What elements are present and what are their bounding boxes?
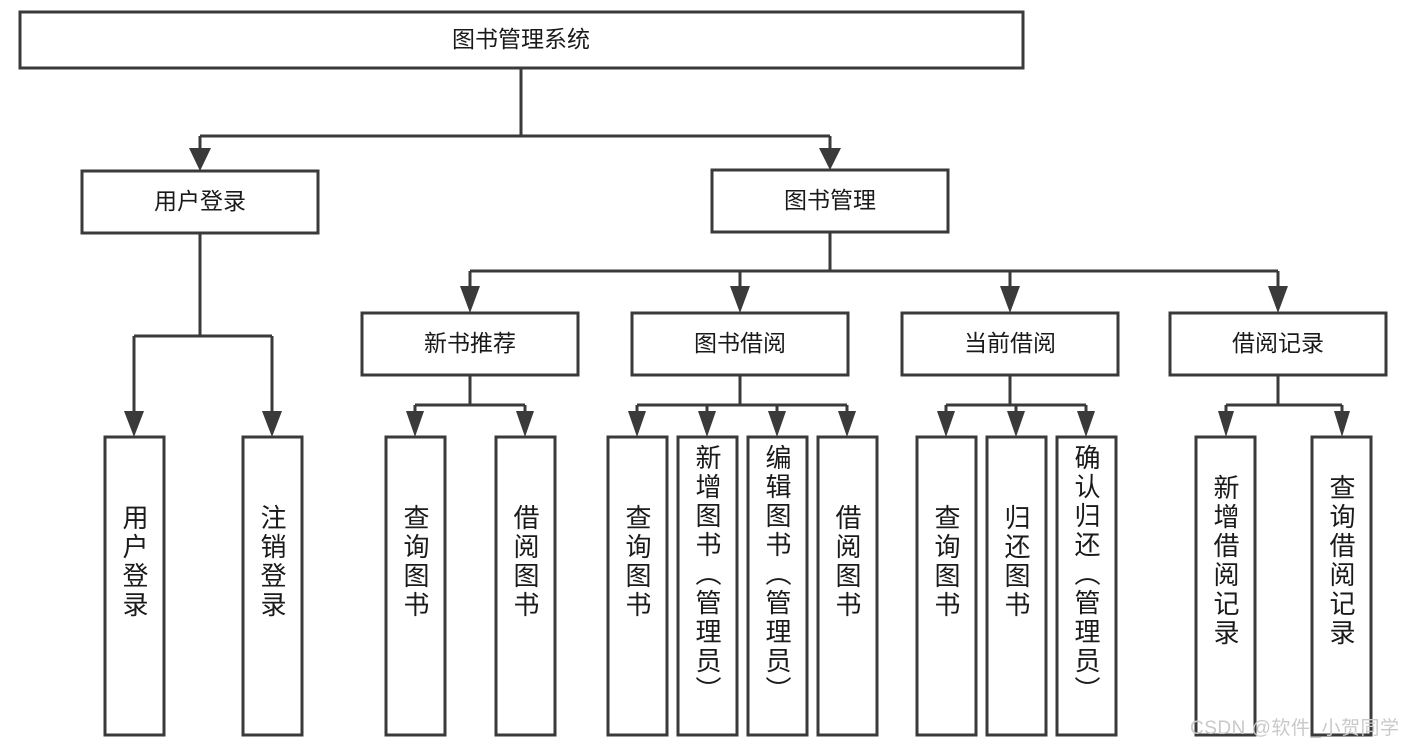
node-user-login[interactable]: 用户登录	[80, 169, 320, 235]
arrow-head-user-login	[189, 148, 211, 171]
connector-group-new-book-rec	[406, 375, 534, 437]
arrow-head-leaf-7	[768, 411, 786, 437]
arrow-head-book-borrow	[730, 286, 750, 313]
node-book-borrow-label: 图书借阅	[694, 330, 786, 356]
node-new-book-recommend-box[interactable]	[360, 311, 580, 377]
node-book-borrow[interactable]: 图书借阅	[630, 311, 850, 377]
arrow-head-current-borrow	[1000, 286, 1020, 313]
leaf-box-edit-book-admin[interactable]	[746, 435, 809, 737]
arrow-head-leaf-10	[1007, 411, 1025, 437]
node-user-login-label: 用户登录	[154, 188, 246, 214]
node-current-borrow-box[interactable]	[900, 311, 1120, 377]
node-borrow-record-box[interactable]	[1168, 311, 1388, 377]
connector-group-user-login	[124, 233, 282, 437]
arrow-head-leaf-5	[628, 411, 646, 437]
node-current-borrow[interactable]: 当前借阅	[900, 311, 1120, 377]
leaf-box-add-borrow-record[interactable]	[1194, 435, 1257, 737]
leaf-box-add-book-admin[interactable]	[676, 435, 739, 737]
leaf-box-query-borrow-record[interactable]	[1310, 435, 1373, 737]
node-root-label: 图书管理系统	[452, 26, 590, 52]
connector-group-root	[189, 68, 841, 171]
node-book-borrow-box[interactable]	[630, 311, 850, 377]
arrow-head-leaf-2	[262, 411, 282, 437]
watermark-text: CSDN @软件_小贺同学	[1190, 718, 1400, 739]
arrow-head-book-mgmt	[819, 148, 841, 170]
arrow-head-leaf-6	[698, 411, 716, 437]
connector-group-book-mgmt	[460, 232, 1288, 313]
arrow-head-leaf-11	[1077, 411, 1095, 437]
node-borrow-record[interactable]: 借阅记录	[1168, 311, 1388, 377]
connector-group-current-borrow	[937, 375, 1095, 437]
node-root[interactable]: 图书管理系统	[18, 10, 1025, 70]
node-book-management[interactable]: 图书管理	[710, 168, 950, 234]
arrow-head-leaf-1	[124, 411, 144, 437]
node-book-management-label: 图书管理	[784, 187, 876, 213]
leaf-box-confirm-return-admin[interactable]	[1055, 435, 1118, 737]
connector-group-borrow-record	[1218, 375, 1350, 437]
node-book-management-box[interactable]	[710, 168, 950, 234]
node-root-box[interactable]	[18, 10, 1025, 70]
arrow-head-leaf-4	[516, 411, 534, 437]
arrow-head-leaf-13	[1334, 411, 1350, 437]
node-user-login-box[interactable]	[80, 169, 320, 235]
arrow-head-new-book-rec	[460, 286, 480, 313]
node-borrow-record-label: 借阅记录	[1232, 330, 1324, 356]
arrow-head-leaf-3	[406, 411, 424, 437]
node-current-borrow-label: 当前借阅	[964, 330, 1056, 356]
leaf-box-query-book-3[interactable]	[915, 435, 978, 737]
connector-group-book-borrow	[628, 375, 856, 437]
arrow-head-leaf-12	[1218, 411, 1234, 437]
arrow-head-leaf-9	[937, 411, 955, 437]
node-new-book-recommend[interactable]: 新书推荐	[360, 311, 580, 377]
node-new-book-recommend-label: 新书推荐	[424, 330, 516, 356]
leaf-box-borrow-book-1[interactable]	[494, 435, 557, 737]
leaf-box-logout[interactable]	[241, 435, 304, 737]
arrow-head-leaf-8	[838, 411, 856, 437]
leaf-box-query-book-2[interactable]	[606, 435, 669, 737]
leaf-box-return-book[interactable]	[985, 435, 1048, 737]
leaf-box-user-login[interactable]	[103, 435, 166, 737]
leaf-box-borrow-book-2[interactable]	[816, 435, 879, 737]
leaf-box-query-book-1[interactable]	[384, 435, 447, 737]
arrow-head-borrow-record	[1268, 286, 1288, 313]
